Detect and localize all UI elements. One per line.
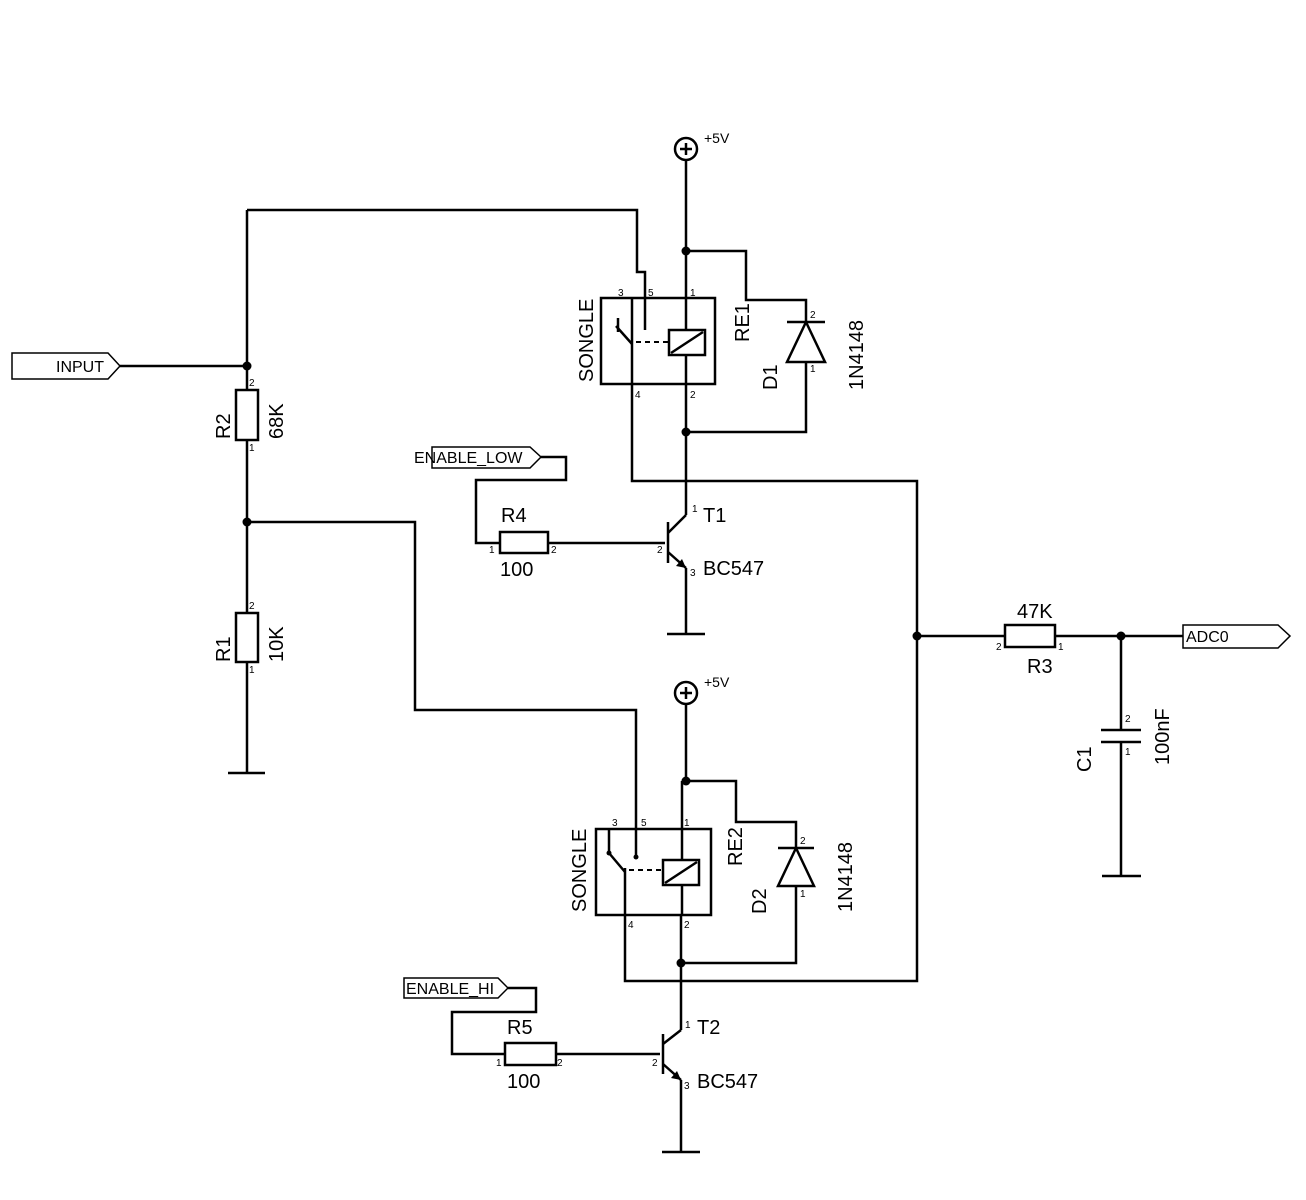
component-ref: T1	[703, 505, 726, 527]
svg-text:3: 3	[684, 1081, 690, 1092]
svg-text:1: 1	[810, 364, 816, 375]
relay-model: SONGLE	[569, 829, 591, 912]
relay-model: SONGLE	[576, 299, 598, 382]
svg-text:1: 1	[800, 889, 806, 900]
svg-text:4: 4	[635, 390, 641, 401]
relay-re1: 3 5 1 4 2 SONGLE RE1	[576, 288, 754, 401]
component-ref: R5	[507, 1017, 533, 1039]
svg-text:2: 2	[551, 545, 557, 556]
resistor-r5: 1 2 R5 100	[496, 1017, 563, 1093]
component-value: 1N4148	[846, 320, 868, 390]
component-ref: RE2	[725, 827, 747, 866]
component-value: BC547	[697, 1071, 758, 1093]
relay-re2: 3 5 1 4 2 SONGLE RE2	[569, 818, 747, 931]
component-value: 1N4148	[835, 842, 857, 912]
svg-text:2: 2	[996, 642, 1002, 653]
component-value: 100	[500, 559, 533, 581]
svg-text:1: 1	[1125, 747, 1131, 758]
supply-label: +5V	[704, 130, 730, 146]
component-ref: D2	[749, 888, 771, 914]
svg-text:2: 2	[810, 310, 816, 321]
diode-d1: 2 1 D1 1N4148	[760, 310, 868, 390]
component-ref: T2	[697, 1017, 720, 1039]
component-value: 10K	[266, 626, 288, 662]
port-adc0: ADC0	[1182, 624, 1292, 649]
component-ref: C1	[1074, 746, 1096, 772]
svg-text:1: 1	[496, 1058, 502, 1069]
component-ref: RE1	[732, 303, 754, 342]
resistor-r1: 2 1 R1 10K	[213, 601, 288, 676]
transistor-t2: 1 2 3 T2 BC547	[652, 1017, 758, 1093]
resistor-r4: 1 2 R4 100	[489, 505, 557, 581]
svg-text:1: 1	[685, 1020, 691, 1031]
resistor-r3: 2 1 47K R3	[996, 601, 1064, 678]
svg-text:3: 3	[612, 818, 618, 829]
svg-text:1: 1	[489, 545, 495, 556]
svg-text:1: 1	[1058, 642, 1064, 653]
capacitor-c1: 2 1 C1 100nF	[1074, 708, 1174, 772]
svg-text:3: 3	[618, 288, 624, 299]
component-value: 47K	[1017, 601, 1053, 623]
supply-plus-icon	[673, 680, 699, 706]
junctions	[242, 246, 1126, 968]
svg-text:2: 2	[800, 836, 806, 847]
svg-text:2: 2	[652, 1058, 658, 1069]
svg-text:1: 1	[684, 818, 690, 829]
svg-text:2: 2	[690, 390, 696, 401]
component-ref: R3	[1027, 656, 1053, 678]
diode-d2: 2 1 D2 1N4148	[749, 836, 857, 914]
port-label: INPUT	[56, 359, 104, 376]
svg-text:1: 1	[249, 443, 255, 454]
svg-text:5: 5	[641, 818, 647, 829]
port-label: ENABLE_LOW	[414, 450, 523, 467]
supply-2: +5V	[673, 674, 730, 706]
component-value: 100nF	[1152, 708, 1174, 765]
svg-text:4: 4	[628, 920, 634, 931]
component-ref: R4	[501, 505, 527, 527]
component-value: BC547	[703, 558, 764, 580]
transistor-t1: 1 2 3 T1 BC547	[657, 504, 764, 580]
svg-text:5: 5	[648, 288, 654, 299]
supply-label: +5V	[704, 674, 730, 690]
supply-plus-icon	[673, 136, 699, 162]
port-enable-low: ENABLE_LOW	[414, 446, 543, 469]
resistor-r2: 2 1 R2 68K	[213, 378, 288, 454]
component-ref: R2	[213, 413, 235, 439]
wires	[120, 160, 1183, 1152]
svg-text:2: 2	[1125, 714, 1131, 725]
component-ref: D1	[760, 364, 782, 390]
component-value: 100	[507, 1071, 540, 1093]
svg-text:1: 1	[690, 288, 696, 299]
port-label: ADC0	[1186, 629, 1229, 646]
supply-1: +5V	[673, 130, 730, 162]
svg-text:2: 2	[557, 1058, 563, 1069]
svg-text:2: 2	[684, 920, 690, 931]
svg-text:2: 2	[249, 601, 255, 612]
port-label: ENABLE_HI	[406, 981, 494, 998]
svg-text:1: 1	[692, 504, 698, 515]
component-value: 68K	[266, 403, 288, 439]
component-ref: R1	[213, 636, 235, 662]
svg-text:1: 1	[249, 665, 255, 676]
svg-text:2: 2	[249, 378, 255, 389]
ground-symbols	[228, 632, 1141, 1154]
port-input: INPUT	[11, 352, 122, 380]
port-enable-hi: ENABLE_HI	[403, 977, 510, 999]
svg-text:3: 3	[690, 568, 696, 579]
svg-text:2: 2	[657, 545, 663, 556]
